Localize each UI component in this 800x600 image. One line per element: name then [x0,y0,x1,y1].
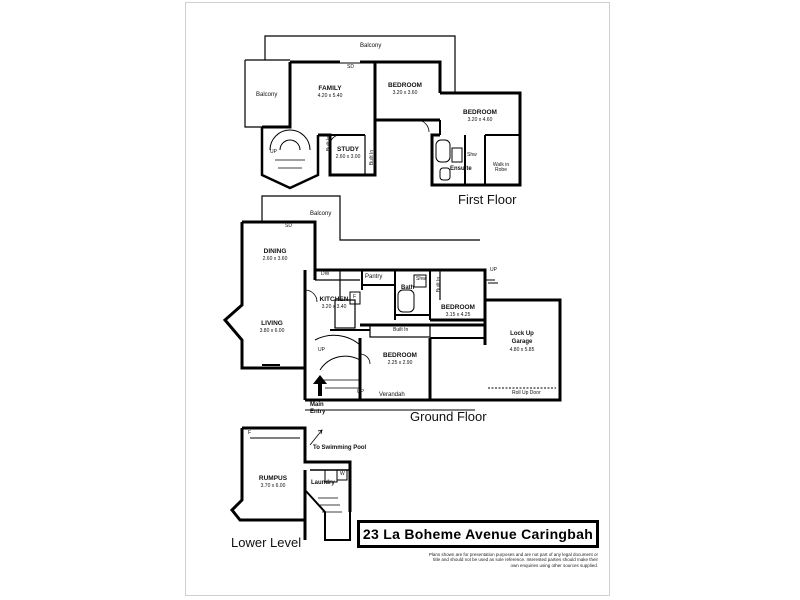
first-spiral-stair [260,127,320,190]
ground-bedroom-a-dimensions: 3.15 x 4.25 [445,312,471,318]
ground-balcony-label: Balcony [310,211,332,217]
first-built-in-a-label: Built In [326,135,333,152]
ground-floor-heading: Ground Floor [410,409,487,424]
garage-label-line-1: Lock Up [510,331,534,337]
family-room-label: FAMILY [318,85,342,92]
ground-bedroom-a-label: BEDROOM [441,304,475,311]
pantry-label: Pantry [365,274,383,280]
ground-bedroom-b-label: BEDROOM [383,352,417,359]
ground-bath-tub [397,289,415,313]
lower-level-wall [242,426,352,512]
lower-level-plan [229,426,352,541]
first-shower-label: Shw [467,152,477,158]
first-balcony-label: Balcony [360,43,382,49]
first-bedroom-1-dimensions: 3.20 x 3.60 [392,90,418,96]
laundry-label: Laundry [311,480,335,486]
first-stair-up-label: UP [270,149,277,155]
first-floor-heading: First Floor [458,192,517,207]
ground-stair-up-label: UP [318,347,325,353]
first-bedroom-1-label: BEDROOM [388,82,422,89]
garage-stair-up-label: UP [490,267,497,273]
first-bedroom-2-label: BEDROOM [463,109,497,116]
ground-floor-plan [222,195,562,411]
study-label: STUDY [336,146,360,153]
main-entry-arrow [313,375,327,396]
ground-shower-label: Shw [416,276,426,282]
lower-level-heading: Lower Level [231,535,302,550]
verandah-stair-up-label: UP [357,389,364,395]
address-title: 23 La Boheme Avenue Caringbah [357,520,599,548]
bath-label: Bath [401,285,415,291]
first-ensuite-toilet [439,167,451,181]
garage-wall [485,298,562,402]
ground-spiral-stair [314,334,361,346]
living-dimensions: 3.80 x 6.00 [259,328,285,334]
ground-built-in-b-label: Built In [436,276,443,293]
disclaimer-text: Plans shown are for presentation purpose… [428,552,598,568]
ground-sliding-door-label: SD [285,223,292,229]
roll-up-door-label: Roll Up Door [512,390,541,396]
washer-label: W [340,471,345,477]
living-label: LIVING [261,320,283,327]
kitchen-label: KITCHEN [319,296,349,303]
first-ensuite-bath [435,139,451,163]
dishwasher-label: DW [321,271,330,277]
ensuite-label: Ensuite [450,166,472,172]
first-balcony-outline [264,35,456,93]
kitchen-island [334,299,356,329]
first-side-balcony-label: Balcony [256,92,278,98]
kitchen-dimensions: 3.20 x 3.40 [321,304,347,310]
first-floor-wall [262,62,292,129]
walk-in-robe-label: Walk in Robe [492,162,510,173]
ground-balcony-outline [261,195,480,241]
rumpus-dimensions: 3.70 x 6.00 [260,483,286,489]
main-entry-label-line-1: Main [310,402,324,408]
ground-floor-wall [262,220,317,270]
first-bedroom-2-dimensions: 3.20 x 4.60 [467,117,493,123]
first-built-in-b-label: Built In [369,149,376,166]
lower-fridge-label: F [248,430,252,436]
dining-label: DINING [263,248,287,255]
first-floor-plan [244,35,522,190]
garage-label-line-2: Garage [511,339,533,345]
fridge-label: F [353,294,357,300]
main-entry-label-line-2: Entry [310,409,326,415]
rumpus-label: RUMPUS [258,475,288,482]
page-border [185,2,610,596]
ground-built-in-a-label: Built In [393,327,409,333]
study-dimensions: 2.60 x 3.00 [335,154,361,160]
ground-bedroom-b-dimensions: 2.25 x 2.90 [387,360,413,366]
first-sliding-door-label: SD [347,64,354,70]
garage-dimensions: 4.80 x 5.85 [509,347,535,353]
verandah-label: Verandah [379,392,405,398]
dining-dimensions: 2.60 x 3.60 [262,256,288,262]
family-room-dimensions: 4.20 x 5.40 [317,93,343,99]
to-swimming-pool-label: To Swimming Pool [313,445,367,451]
